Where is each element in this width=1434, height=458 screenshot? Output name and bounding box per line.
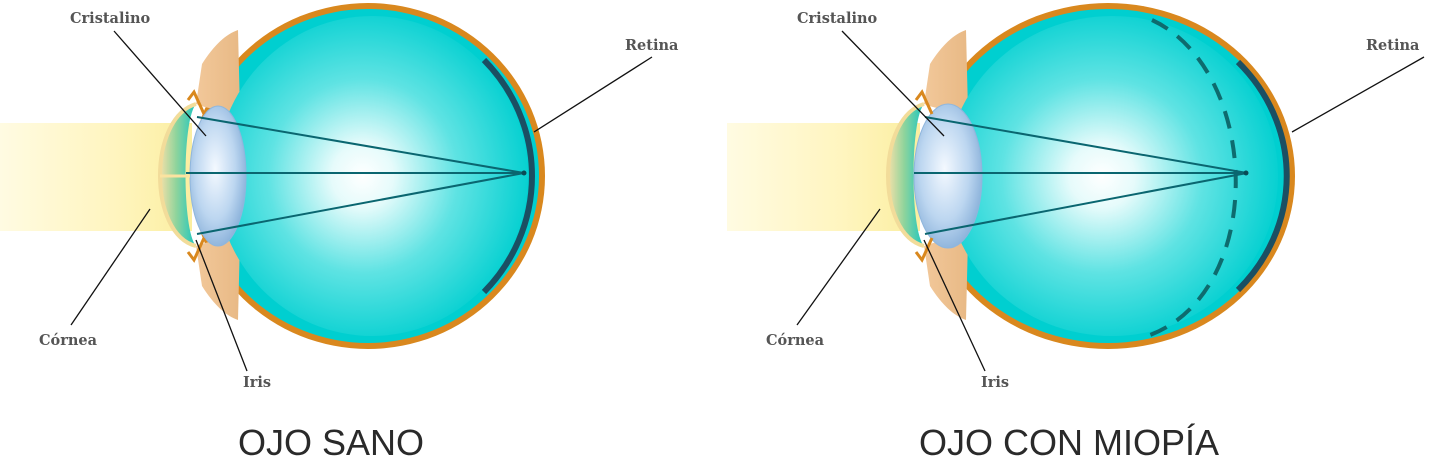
crystalline-lens: [913, 103, 983, 249]
upper-ciliary-body: [924, 30, 968, 112]
retina-layer: [481, 57, 535, 295]
cornea: [888, 104, 924, 246]
upper-iris: [914, 89, 934, 115]
vitreous-humor: [946, 16, 1278, 336]
healthy-eye: Cristalino Retina Córnea Iris OJO SANO: [0, 3, 679, 458]
label-cristalino: Cristalino: [70, 10, 151, 27]
leader-line-cristalino: [113, 30, 207, 137]
vitreous-humor: [216, 16, 528, 336]
title-ojo-con-miopia: OJO CON MIOPÍA: [919, 422, 1219, 458]
leader-line-cornea: [796, 208, 881, 326]
focal-point: [521, 170, 527, 176]
lower-ciliary-body: [924, 238, 968, 320]
upper-iris: [186, 89, 206, 115]
leader-line-retina: [533, 56, 653, 133]
leader-line-iris: [923, 239, 986, 372]
light-ray-bottom: [196, 172, 525, 235]
retina-layer: [1235, 59, 1290, 293]
label-retina: Retina: [625, 37, 679, 54]
leader-line-iris: [195, 239, 248, 372]
cornea-outline: [886, 102, 925, 248]
label-cornea: Córnea: [39, 332, 98, 349]
lower-ciliary-body: [196, 238, 240, 320]
normal-eye-outline-dashed: [1149, 18, 1238, 337]
title-ojo-sano: OJO SANO: [238, 422, 424, 458]
leader-line-cornea: [70, 208, 151, 326]
light-ray-bottom: [924, 172, 1248, 235]
label-retina: Retina: [1366, 37, 1420, 54]
lower-iris: [914, 237, 934, 263]
light-ray-top: [924, 116, 1248, 174]
myopic-eye: Cristalino Retina Córnea Iris OJO CON MI…: [727, 3, 1425, 458]
label-cornea: Córnea: [766, 332, 825, 349]
label-cristalino: Cristalino: [797, 10, 878, 27]
label-iris: Iris: [243, 374, 271, 391]
leader-line-retina: [1291, 56, 1425, 133]
leader-line-cristalino: [841, 30, 945, 137]
label-iris: Iris: [981, 374, 1009, 391]
focal-point: [1243, 170, 1249, 176]
lower-iris: [186, 237, 206, 263]
light-ray-top: [196, 116, 525, 174]
upper-ciliary-body: [196, 30, 240, 112]
